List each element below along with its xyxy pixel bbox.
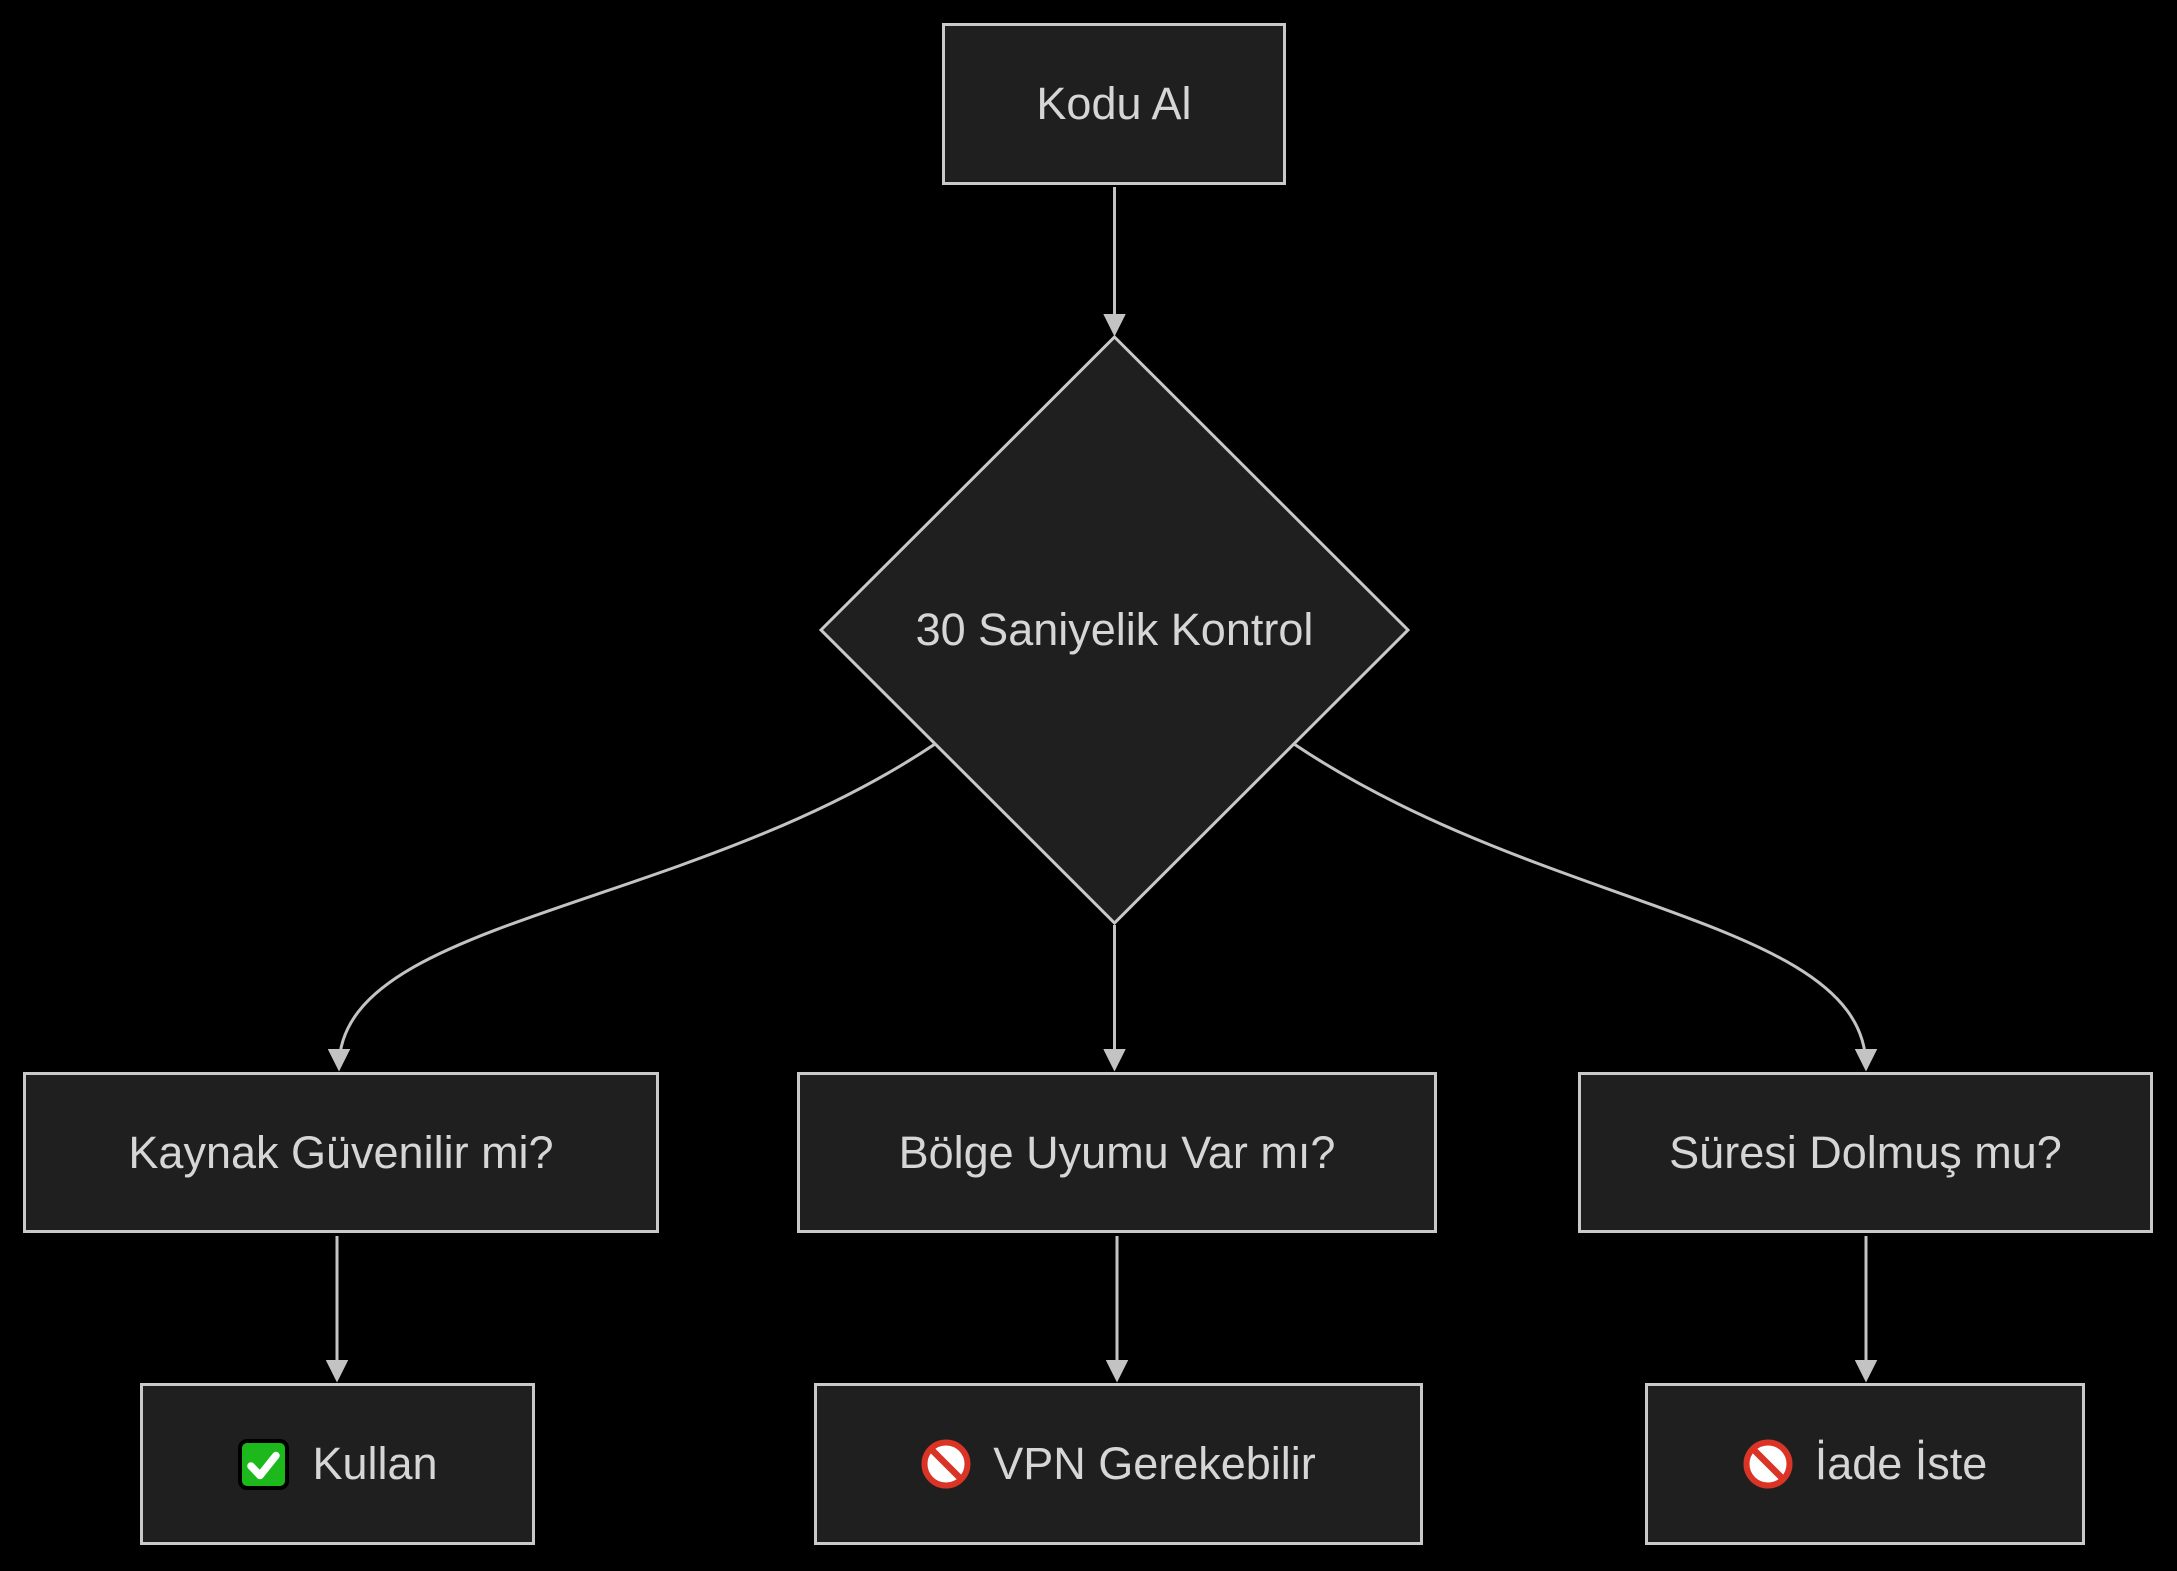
start-node: Kodu Al <box>942 23 1286 185</box>
result-vpn-node: VPN Gerekebilir <box>814 1383 1423 1545</box>
check-mark-icon <box>237 1438 290 1491</box>
no-entry-icon <box>1743 1439 1793 1489</box>
result-vpn-label: VPN Gerekebilir <box>993 1438 1316 1489</box>
question-region-node: Bölge Uyumu Var mı? <box>797 1072 1437 1233</box>
edge-decision-source <box>327 742 936 1072</box>
result-use-label: Kullan <box>312 1438 438 1489</box>
result-refund-node: İade İste <box>1645 1383 2085 1545</box>
question-source-node: Kaynak Güvenilir mi? <box>23 1072 659 1233</box>
edge-decision-expiry <box>1293 742 1878 1072</box>
start-node-label: Kodu Al <box>1036 78 1192 129</box>
no-entry-icon <box>921 1439 971 1489</box>
question-expiry-label: Süresi Dolmuş mu? <box>1669 1126 2062 1178</box>
question-source-label: Kaynak Güvenilir mi? <box>128 1126 554 1178</box>
result-use-node: Kullan <box>140 1383 535 1545</box>
question-expiry-node: Süresi Dolmuş mu? <box>1578 1072 2153 1233</box>
question-region-label: Bölge Uyumu Var mı? <box>898 1126 1336 1178</box>
decision-node-shape <box>818 334 1411 926</box>
result-refund-label: İade İste <box>1814 1438 1988 1489</box>
